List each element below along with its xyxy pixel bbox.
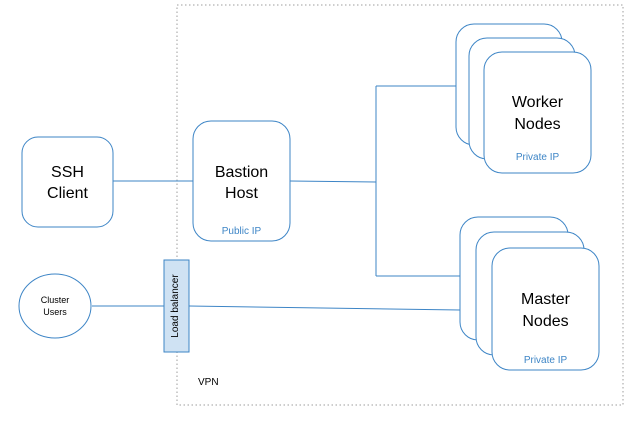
bastion-public-ip-label: Public IP (221, 226, 262, 237)
cluster-users-circle (18, 273, 92, 339)
worker-nodes-label-line1: Worker (511, 94, 564, 111)
worker-node-box-front (483, 51, 592, 174)
worker-private-ip-label: Private IP (515, 152, 560, 163)
master-private-ip-label: Private IP (523, 355, 568, 366)
connector-bastion-to-junction (289, 180, 377, 183)
bastion-host-label-line2: Host (225, 185, 258, 202)
cluster-users-label-line2: Users (43, 307, 67, 317)
vpn-boundary (176, 4, 624, 406)
master-node-box-front (491, 247, 600, 371)
worker-nodes-label-line2: Nodes (514, 116, 561, 133)
ssh-client-box (21, 136, 114, 228)
vpn-label: VPN (198, 377, 219, 388)
load-balancer-label: Load balancer (170, 274, 181, 338)
connector-lb-to-master (188, 305, 461, 311)
load-balancer-box (163, 259, 190, 353)
master-nodes-label-line2: Nodes (522, 313, 569, 330)
master-nodes-label-line1: Master (521, 291, 570, 308)
ssh-client-label-line1: SSH (51, 164, 84, 181)
ssh-client-label-line2: Client (47, 185, 88, 202)
cluster-users-label-line1: Cluster (40, 295, 70, 305)
bastion-host-label-line1: Bastion (214, 164, 269, 181)
bastion-host-box (192, 120, 291, 242)
